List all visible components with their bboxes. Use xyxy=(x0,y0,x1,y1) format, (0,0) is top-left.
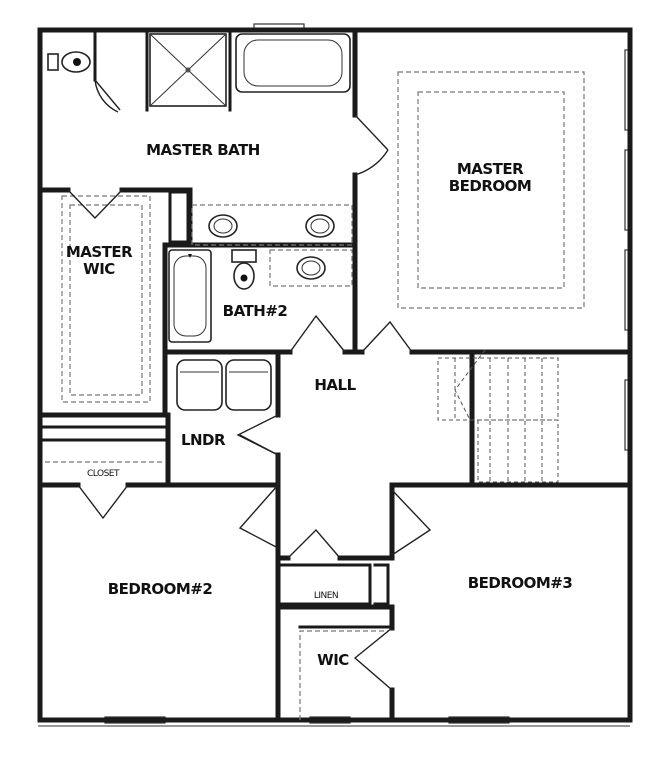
exterior-walls xyxy=(37,27,633,723)
label-bath2: BATH#2 xyxy=(223,302,288,320)
label-hall: HALL xyxy=(314,376,356,394)
label-master-bedroom-line2: BEDROOM xyxy=(449,177,532,195)
doors xyxy=(67,79,432,691)
label-linen: LINEN xyxy=(314,591,338,601)
room-labels: MASTER BATH MASTER BEDROOM MASTER WIC BA… xyxy=(66,141,573,669)
label-master-bath: MASTER BATH xyxy=(146,141,260,159)
label-lndr: LNDR xyxy=(181,431,226,449)
label-bedroom2: BEDROOM#2 xyxy=(108,580,213,598)
label-master-wic-line1: MASTER xyxy=(66,243,133,261)
staircase xyxy=(437,349,559,483)
label-closet: CLOSET xyxy=(87,469,120,479)
label-master-wic-line2: WIC xyxy=(83,260,115,278)
label-master-bedroom-line1: MASTER xyxy=(457,160,524,178)
label-wic: WIC xyxy=(317,651,349,669)
label-bedroom3: BEDROOM#3 xyxy=(468,574,573,592)
fixtures xyxy=(45,33,585,720)
interior-walls xyxy=(37,27,633,723)
